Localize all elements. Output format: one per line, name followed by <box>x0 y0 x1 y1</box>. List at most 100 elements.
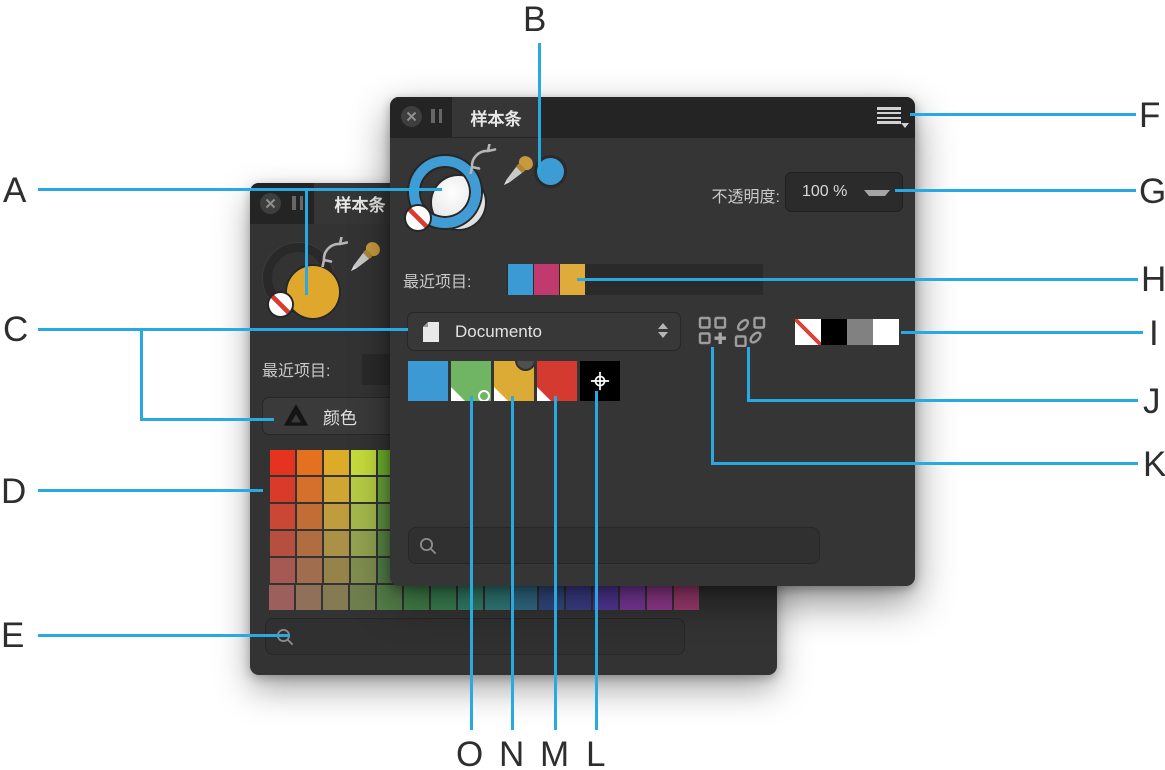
registration-swatch[interactable] <box>580 361 620 401</box>
swatch[interactable] <box>674 585 699 610</box>
swatch[interactable] <box>351 477 376 502</box>
close-icon[interactable] <box>401 106 422 127</box>
stroke-color-well[interactable] <box>409 156 481 228</box>
document-icon <box>423 321 439 342</box>
color-grid[interactable] <box>270 450 403 585</box>
pause-icon[interactable] <box>431 109 442 123</box>
swatch[interactable] <box>297 477 322 502</box>
swatch[interactable] <box>351 558 376 583</box>
swatch[interactable] <box>297 531 322 556</box>
swatch[interactable] <box>873 319 899 345</box>
swatch[interactable] <box>324 477 349 502</box>
none-swatch[interactable] <box>795 319 821 345</box>
eyedropper-icon[interactable] <box>343 235 385 281</box>
palette-select-front[interactable]: Documento <box>407 312 681 351</box>
recent-swatches[interactable] <box>508 264 585 295</box>
swatch[interactable] <box>324 558 349 583</box>
swatch[interactable] <box>431 585 456 610</box>
none-color-icon[interactable] <box>406 206 430 230</box>
recent-items-label-back: 最近项目: <box>262 363 331 380</box>
add-swatch-icon[interactable] <box>698 316 729 347</box>
callout-label-i: I <box>1149 314 1159 353</box>
swatch[interactable] <box>297 558 322 583</box>
swatch[interactable] <box>377 585 402 610</box>
color-grid-bottom-row[interactable] <box>269 585 699 610</box>
document-swatch[interactable] <box>408 361 448 401</box>
eyedropper-icon[interactable] <box>496 149 538 195</box>
panel-menu-icon[interactable] <box>877 107 909 128</box>
swatch[interactable] <box>847 319 873 345</box>
search-input-back[interactable] <box>300 622 678 651</box>
document-swatch[interactable] <box>494 361 534 401</box>
tab-swatches-front[interactable]: 样本条 <box>452 97 540 137</box>
grayscale-swatches[interactable] <box>795 319 899 345</box>
callout-line-l <box>595 391 598 730</box>
swatch[interactable] <box>566 585 591 610</box>
swatch[interactable] <box>270 558 295 583</box>
swatch[interactable] <box>404 585 429 610</box>
callout-line-c <box>38 328 408 331</box>
fill-color-well[interactable] <box>287 266 339 318</box>
swap-colors-icon[interactable] <box>463 144 497 174</box>
swatch[interactable] <box>270 531 295 556</box>
swatch[interactable] <box>324 531 349 556</box>
pause-icon[interactable] <box>292 196 303 210</box>
callout-line-i <box>901 331 1143 334</box>
none-color-icon[interactable] <box>269 293 292 316</box>
document-swatch[interactable] <box>537 361 577 401</box>
swatch[interactable] <box>297 450 322 475</box>
swatch[interactable] <box>323 585 348 610</box>
grid-row <box>270 504 403 529</box>
swatch[interactable] <box>324 504 349 529</box>
swatch[interactable] <box>508 264 533 295</box>
global-color-indicator <box>537 387 551 401</box>
search-input-front[interactable] <box>443 531 813 560</box>
swatch[interactable] <box>620 585 645 610</box>
search-icon <box>420 538 437 555</box>
global-color-indicator <box>494 387 508 401</box>
close-icon[interactable] <box>260 193 281 214</box>
swatch[interactable] <box>512 585 537 610</box>
menu-caret-icon <box>901 123 909 128</box>
opacity-value: 100 % <box>802 183 848 200</box>
swatch[interactable] <box>351 504 376 529</box>
swatch[interactable] <box>270 450 295 475</box>
swatch[interactable] <box>270 477 295 502</box>
close-x-glyph <box>406 111 417 122</box>
swatch[interactable] <box>351 450 376 475</box>
swatch[interactable] <box>269 585 294 610</box>
callout-label-l: L <box>586 735 606 770</box>
link-swatch-icon[interactable] <box>734 316 768 347</box>
search-box-back[interactable] <box>265 618 685 655</box>
swatch[interactable] <box>821 319 847 345</box>
swatch[interactable] <box>270 504 295 529</box>
callout-line-c-branch-v <box>140 328 143 421</box>
swatch[interactable] <box>539 585 564 610</box>
close-x-glyph <box>265 198 276 209</box>
search-box-front[interactable] <box>408 527 820 564</box>
callout-label-f: F <box>1139 96 1161 135</box>
swatch[interactable] <box>351 531 376 556</box>
palette-name-front: Documento <box>455 321 542 341</box>
swatch[interactable] <box>297 504 322 529</box>
swatch[interactable] <box>647 585 672 610</box>
palette-name-back: 颜色 <box>323 408 357 428</box>
opacity-dropdown[interactable]: 100 % <box>785 172 903 212</box>
swatch[interactable] <box>534 264 559 295</box>
document-swatch[interactable] <box>451 361 491 401</box>
swatch[interactable] <box>324 450 349 475</box>
swatch[interactable] <box>350 585 375 610</box>
opacity-label: 不透明度: <box>711 189 780 206</box>
front-panel-title: 样本条 <box>470 109 522 129</box>
callout-label-n: N <box>499 735 525 770</box>
swatch[interactable] <box>296 585 321 610</box>
callout-label-o: O <box>456 735 484 770</box>
swatch[interactable] <box>485 585 510 610</box>
spot-color-indicator <box>478 390 490 401</box>
document-swatch-row[interactable] <box>408 361 620 401</box>
sampled-color-swatch[interactable] <box>537 158 564 185</box>
grid-row <box>270 558 403 583</box>
recent-items-label: 最近项目: <box>403 274 472 291</box>
swap-colors-icon[interactable] <box>316 237 348 267</box>
